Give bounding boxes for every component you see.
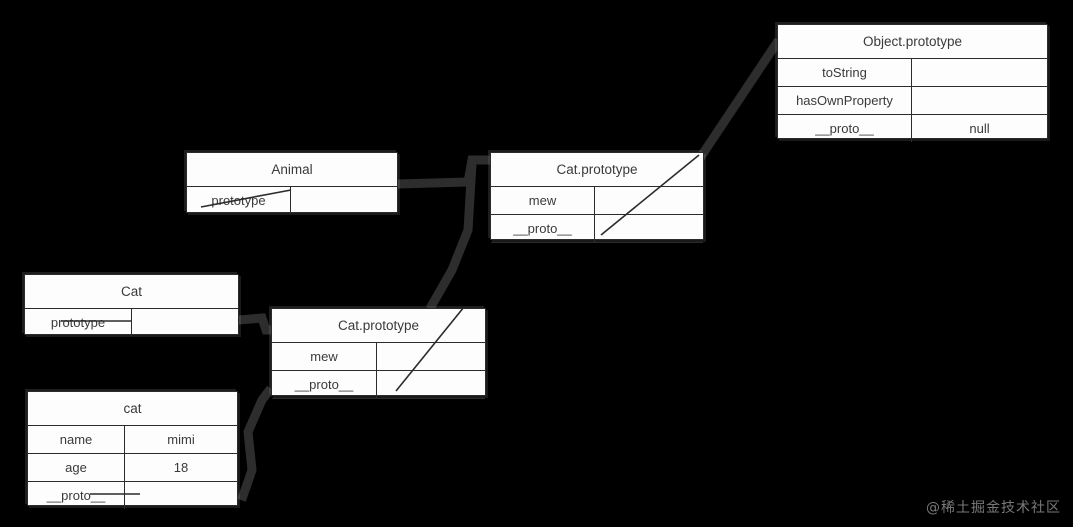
row-value xyxy=(912,59,1047,86)
row-value: 18 xyxy=(173,460,189,475)
table-row: toString xyxy=(778,59,1047,87)
row-key: __proto__ xyxy=(28,482,125,509)
table-row: age 18 xyxy=(28,454,237,482)
row-key: mew xyxy=(272,343,377,370)
watermark: @稀土掘金技术社区 xyxy=(926,500,1061,516)
row-value xyxy=(377,343,485,370)
row-key: age xyxy=(28,454,125,481)
node-title: cat xyxy=(28,392,237,426)
wire-cat-to-cat-prototype-bottom xyxy=(234,313,275,335)
node-cat-prototype-top[interactable]: Cat.prototype mew __proto__ xyxy=(490,152,704,243)
table-row: __proto__ xyxy=(272,371,485,399)
row-value xyxy=(28,482,237,509)
row-value xyxy=(61,309,238,336)
row-value xyxy=(377,371,485,398)
row-key: hasOwnProperty xyxy=(778,87,912,114)
node-cat-prototype-bottom[interactable]: Cat.prototype mew __proto__ xyxy=(271,308,486,399)
row-key: prototype xyxy=(187,187,291,214)
node-title: Object.prototype xyxy=(778,25,1047,59)
row-key: name xyxy=(28,426,125,453)
table-row: prototype xyxy=(187,187,397,214)
row-key: __proto__ xyxy=(491,215,595,242)
table-row: hasOwnProperty xyxy=(778,87,1047,115)
row-key: prototype xyxy=(25,309,132,336)
node-cat-instance[interactable]: cat name mimi age 18 __proto__ xyxy=(27,391,238,509)
node-animal[interactable]: Animal prototype xyxy=(186,152,398,214)
node-cat[interactable]: Cat prototype xyxy=(24,274,239,336)
table-row: mew xyxy=(272,343,485,371)
node-title: Cat.prototype xyxy=(272,309,485,343)
pointer-stub-icon xyxy=(28,482,140,508)
node-object-prototype[interactable]: Object.prototype toString hasOwnProperty… xyxy=(777,24,1048,142)
row-value: null xyxy=(969,121,990,136)
row-key: toString xyxy=(778,59,912,86)
pointer-stub-icon xyxy=(187,187,293,213)
node-title: Cat xyxy=(25,275,238,309)
table-row: __proto__ null xyxy=(778,115,1047,142)
row-value xyxy=(595,187,703,214)
row-key: __proto__ xyxy=(272,371,377,398)
wire-junction-down-to-cat-prototype-bottom xyxy=(425,159,477,312)
row-value xyxy=(912,87,1047,114)
row-key: __proto__ xyxy=(778,115,912,142)
wire-cat-prototype-top-to-object-prototype xyxy=(693,37,783,165)
wire-cat-instance-to-cat-prototype-bottom xyxy=(237,385,275,502)
row-key: mew xyxy=(491,187,595,214)
table-row: prototype xyxy=(25,309,238,336)
table-row: mew xyxy=(491,187,703,215)
node-title: Animal xyxy=(187,153,397,187)
row-value: mimi xyxy=(167,432,195,447)
table-row: __proto__ xyxy=(491,215,703,243)
row-value xyxy=(595,215,703,242)
node-title: Cat.prototype xyxy=(491,153,703,187)
table-row: name mimi xyxy=(28,426,237,454)
row-value xyxy=(187,187,397,214)
table-row: __proto__ xyxy=(28,482,237,509)
